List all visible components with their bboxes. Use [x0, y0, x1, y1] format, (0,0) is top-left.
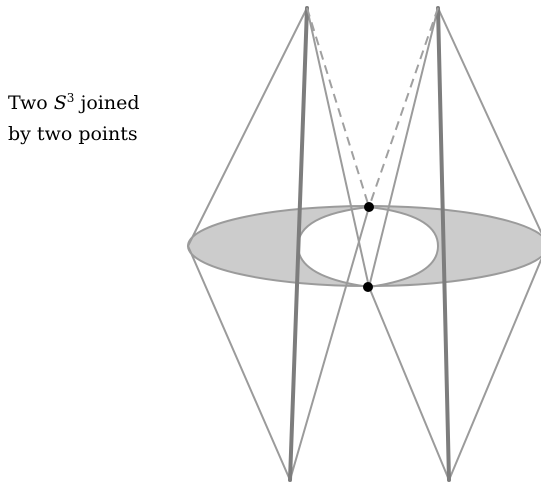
caption-line-2: by two points [8, 123, 138, 145]
junction-point-bottom [363, 282, 373, 292]
right-lower-outer-edge [448, 259, 541, 481]
right-axis-edge [436, 6, 451, 482]
left-upper-outer-edge [187, 7, 308, 247]
left-lower-outer-edge [187, 245, 291, 481]
left-lower-inner-edge [289, 206, 370, 481]
left-sphere [187, 7, 370, 481]
caption-symbol: S [53, 92, 67, 114]
junction-point-top [364, 202, 374, 212]
left-axis-edge [288, 6, 309, 482]
right-upper-inner-edge [368, 7, 439, 288]
caption: Two S3 joined by two points [8, 88, 198, 150]
caption-line-1: Two S3 joined [8, 91, 140, 114]
right-sphere [368, 7, 541, 481]
caption-exponent: 3 [66, 91, 75, 105]
right-lower-inner-edge [368, 286, 450, 481]
right-hidden-edge [368, 7, 439, 208]
right-upper-outer-edge [437, 7, 541, 233]
left-hidden-edge [306, 7, 370, 208]
annulus [186, 205, 541, 289]
left-upper-inner-edge [306, 7, 370, 288]
